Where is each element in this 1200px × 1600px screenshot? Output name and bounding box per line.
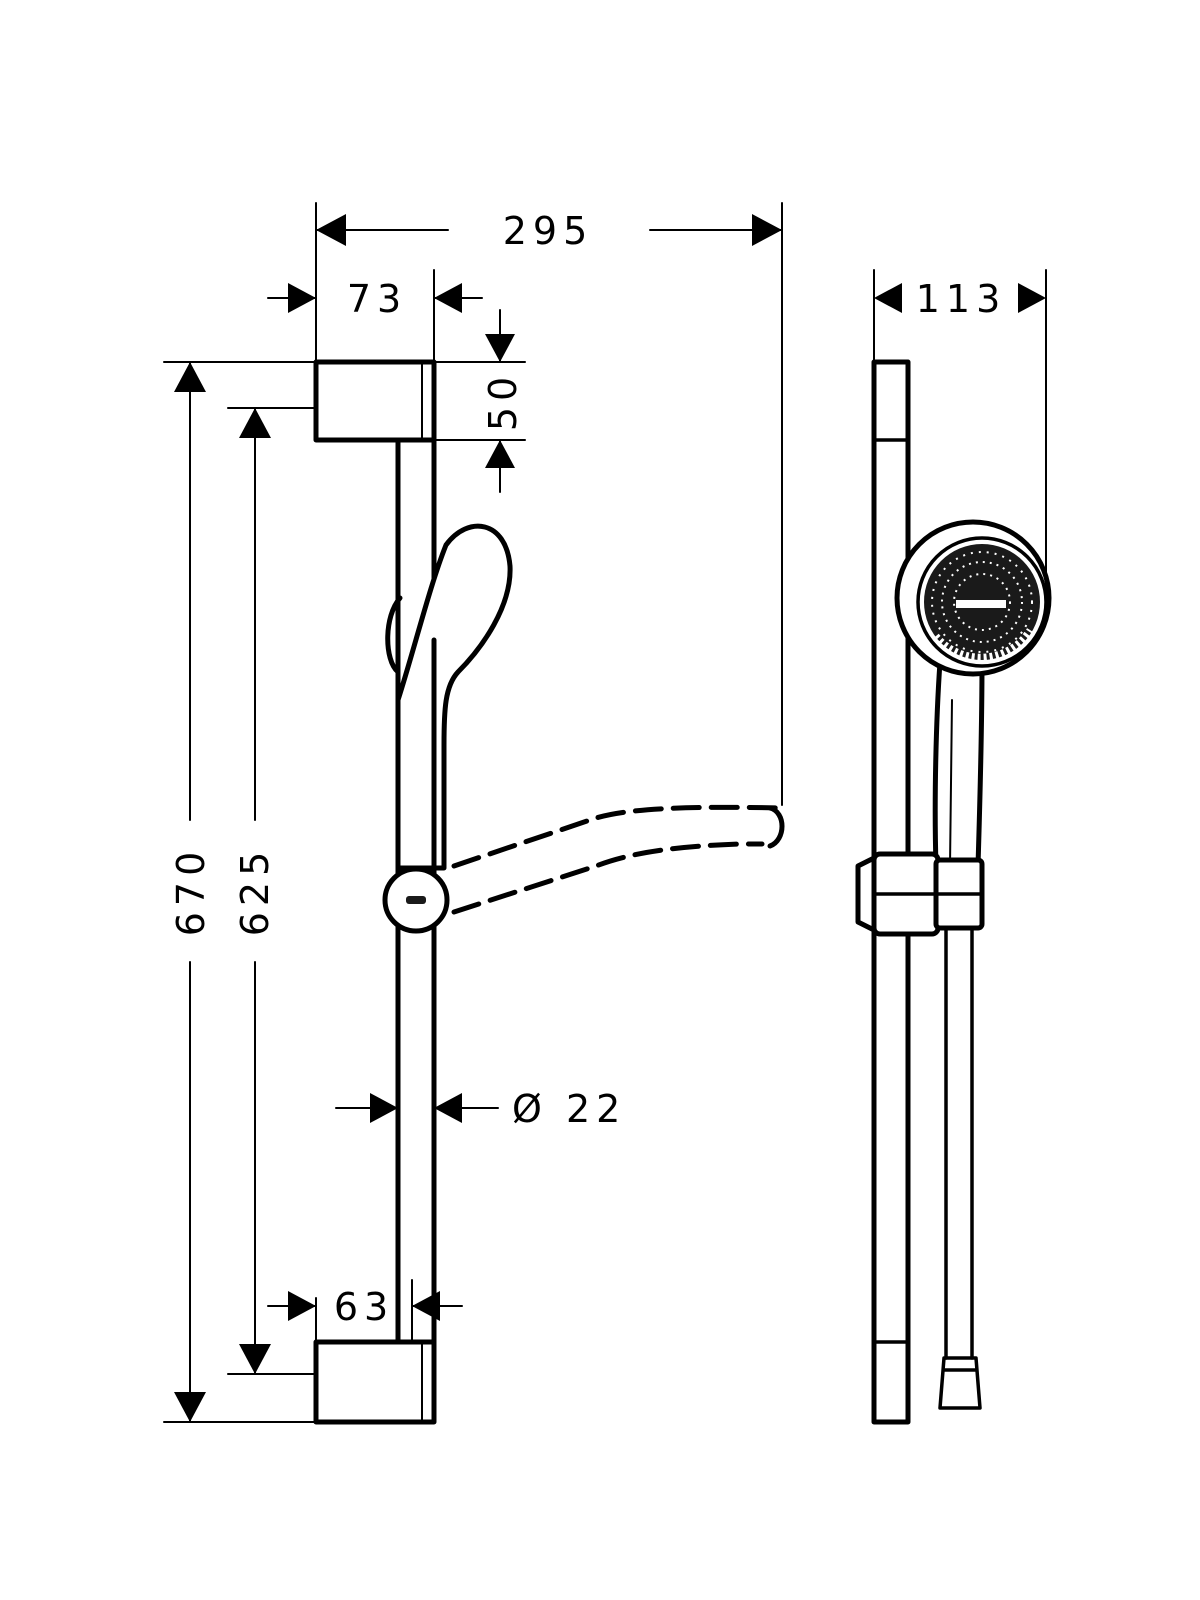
dimension-rail-diameter: Ø 22 <box>335 1087 626 1131</box>
dimension-label-73: 73 <box>347 277 407 321</box>
dimension-label-113: 113 <box>916 277 1007 321</box>
dimension-label-diameter: Ø 22 <box>512 1087 626 1131</box>
dimension-label-625: 625 <box>233 846 277 937</box>
hand-shower-side <box>385 523 513 871</box>
dimension-bracket-width: 73 <box>267 269 483 363</box>
side-slider <box>855 851 985 937</box>
dimension-label-670: 670 <box>169 846 213 937</box>
dimension-label-50: 50 <box>481 371 525 431</box>
dimension-mount-spacing: 625 <box>227 407 317 1375</box>
top-wall-bracket <box>313 359 437 443</box>
side-view: 113 <box>855 269 1052 1425</box>
front-view: 295 73 50 <box>163 202 785 1425</box>
dimension-bracket-height: 50 <box>433 309 526 493</box>
dimension-head-diameter: 113 <box>873 269 1047 599</box>
dimension-total-width: 295 <box>315 202 783 806</box>
dimension-bottom-bracket-width: 63 <box>267 1279 463 1343</box>
shower-hose <box>938 918 982 1410</box>
hand-shower-handle <box>932 659 985 869</box>
hand-shower-head <box>894 519 1052 677</box>
slider <box>382 804 785 934</box>
dimension-label-295: 295 <box>503 209 594 253</box>
dimension-label-63: 63 <box>334 1285 394 1329</box>
dimension-total-height: 670 <box>163 361 317 1423</box>
bottom-wall-bracket <box>313 1339 437 1425</box>
